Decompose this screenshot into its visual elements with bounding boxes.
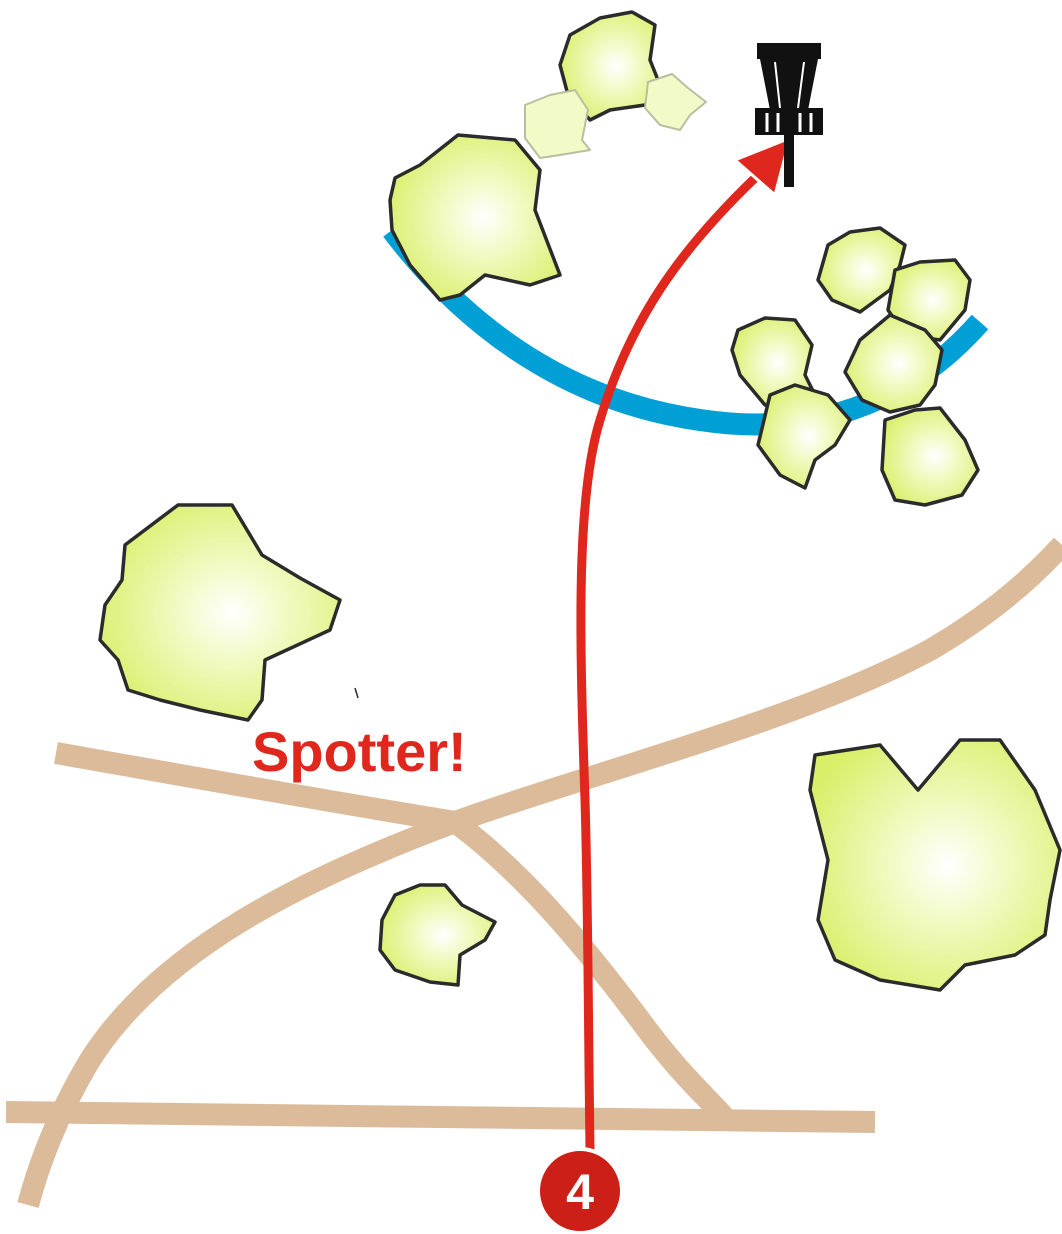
- bush-cluster-5: [756, 383, 852, 490]
- bush-cluster-6: [880, 406, 980, 507]
- bush-right-large: [808, 738, 1062, 992]
- basket-top-band: [757, 43, 821, 59]
- bush-cluster-4: [843, 313, 944, 414]
- tee-marker-icon[interactable]: 4: [536, 1147, 624, 1234]
- trails: [5, 537, 1062, 1208]
- bush-top-faded-right: [644, 73, 707, 131]
- chain-highlight-left: [774, 61, 781, 109]
- bush-lower-small: [378, 883, 497, 987]
- bush-top-faded-left: [524, 89, 591, 159]
- spotter-label: Spotter!: [252, 720, 467, 783]
- bush-left-mid: [98, 503, 342, 722]
- flight-path: [576, 136, 792, 1155]
- tee-badge: [536, 1147, 624, 1234]
- trail-diagonal-right: [451, 537, 1062, 833]
- chain-highlight-right: [797, 61, 805, 109]
- trail-to-bottom-junction: [448, 813, 734, 1126]
- foliage: [98, 10, 1062, 992]
- disc-golf-basket-icon: [755, 43, 823, 187]
- flight-path-arrowhead: [733, 136, 792, 197]
- spotter-tick: [354, 687, 359, 699]
- trail-bottom: [5, 1101, 876, 1133]
- trail-upper-crossing: [54, 742, 457, 833]
- flight-path-line: [576, 173, 760, 1155]
- hole-number: 4: [566, 1164, 594, 1220]
- bush-large-left-of-basket: [388, 133, 562, 302]
- trail-sweep-left: [17, 811, 459, 1208]
- basket-tray-slats: [765, 113, 813, 132]
- basket-pole: [784, 59, 794, 187]
